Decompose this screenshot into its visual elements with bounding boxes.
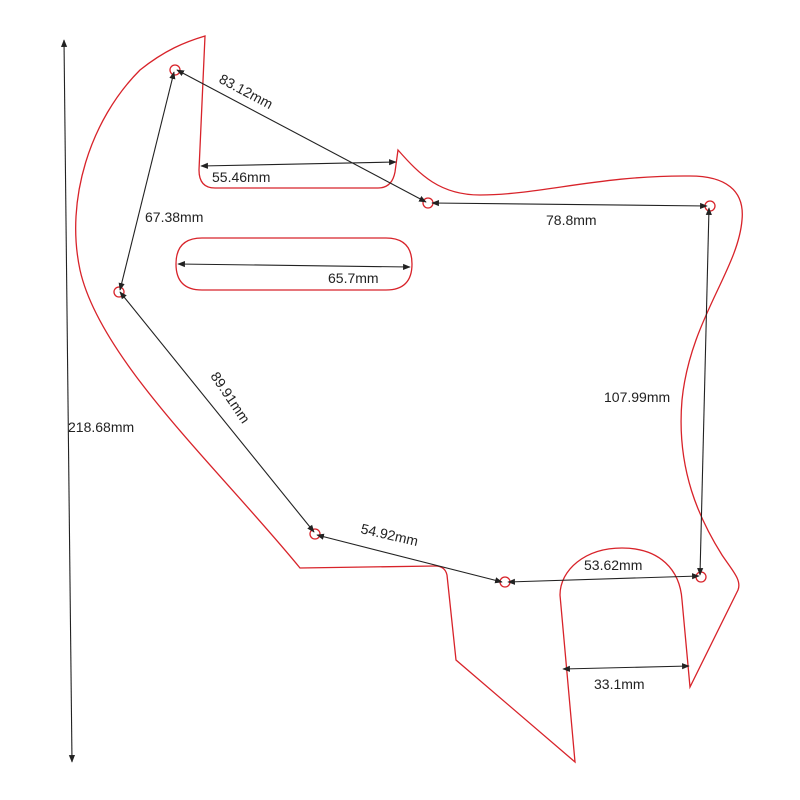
dim-line-left-lower (119, 291, 315, 533)
label-bottom-right: 53.62mm (584, 557, 642, 573)
dim-line-arch-width (562, 663, 690, 672)
label-left-lower: 89.91mm (208, 369, 254, 426)
dim-line-right-side (697, 207, 712, 576)
label-slot-middle: 65.7mm (328, 270, 379, 286)
dim-line-top-diagonal (176, 69, 427, 203)
screw-hole (309, 528, 321, 540)
dim-line-slot-middle (177, 261, 411, 270)
screw-hole (695, 571, 707, 583)
dim-line-slot-top (200, 159, 397, 169)
dim-line-left-upper (118, 71, 176, 291)
screw-holes (113, 64, 716, 588)
label-bottom-left: 54.92mm (359, 520, 419, 549)
screw-hole (422, 197, 434, 209)
dimension-lines (60, 39, 712, 763)
dim-line-overall (60, 39, 76, 763)
screw-hole (169, 64, 181, 76)
label-slot-top: 55.46mm (212, 169, 270, 185)
pickguard-outline (75, 35, 743, 764)
label-overall-height: 218.68mm (68, 419, 134, 435)
label-top-right: 78.8mm (546, 212, 597, 228)
label-arch-width: 33.1mm (594, 676, 645, 692)
pickup-slot (175, 237, 413, 291)
dim-line-top-right (431, 199, 708, 210)
label-left-upper: 67.38mm (145, 209, 203, 225)
label-right-side: 107.99mm (604, 389, 670, 405)
dim-line-bottom-right (507, 573, 700, 585)
dim-line-bottom-left (316, 533, 503, 584)
label-top-diagonal: 83.12mm (217, 71, 276, 113)
